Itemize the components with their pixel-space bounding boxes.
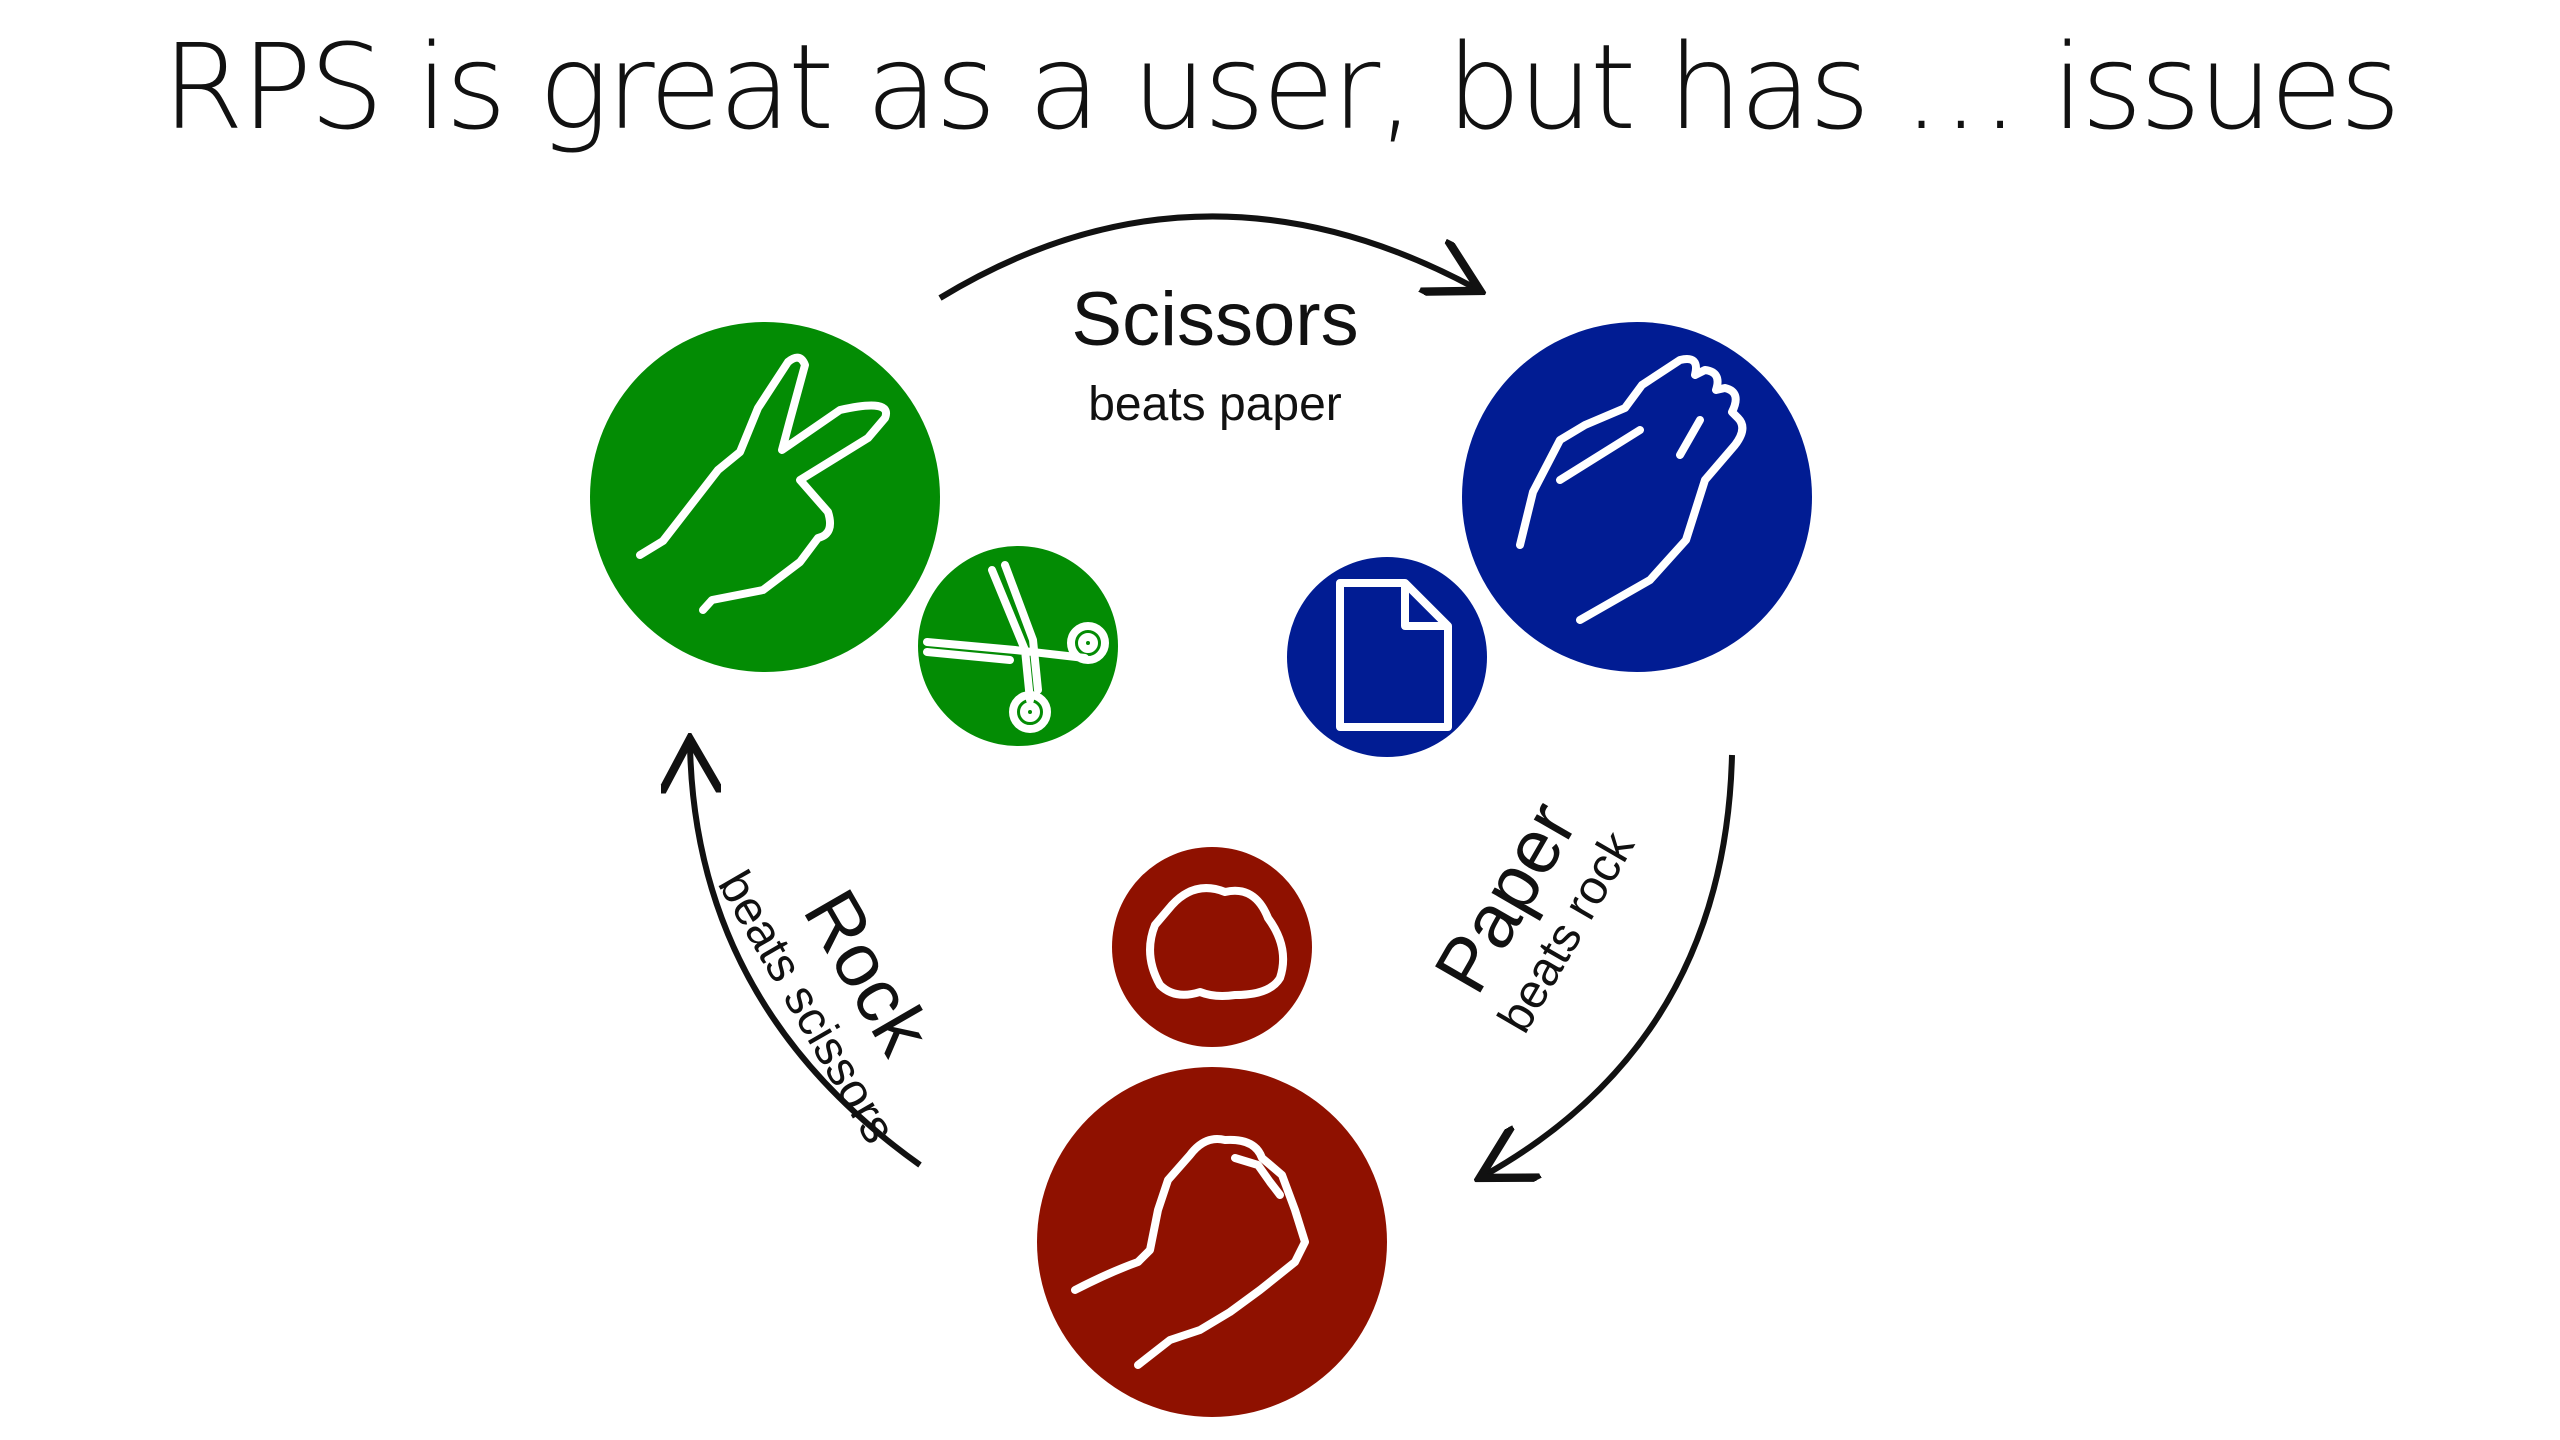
paper-group: Paper beats rock [1287, 322, 1812, 1041]
scissors-label: Scissors [1071, 277, 1358, 362]
fist-icon [1071, 1135, 1309, 1369]
scissors-hand-icon [636, 353, 890, 614]
rock-fist-circle [1037, 1067, 1387, 1417]
arrow-scissors-to-paper [938, 213, 1475, 301]
rock-icon [1146, 884, 1288, 1000]
paper-document-icon [1336, 579, 1452, 731]
arrow-paper-to-rock [1485, 754, 1735, 1175]
slide-title: RPS is great as a user, but has … issues [162, 18, 2401, 156]
scissors-hand-circle [590, 322, 940, 672]
open-hand-icon [1516, 355, 1747, 624]
scissors-rule: beats paper [1088, 378, 1342, 431]
rock-small-circle [1112, 847, 1312, 1047]
paper-hand-circle [1462, 322, 1812, 672]
arrow-rock-to-scissors [690, 745, 922, 1168]
scissors-group: Scissors beats paper [590, 277, 1359, 746]
scissors-icon [923, 561, 1109, 733]
rock-group: Rock beats scissors [707, 847, 1387, 1417]
scissors-small-circle [918, 546, 1118, 746]
